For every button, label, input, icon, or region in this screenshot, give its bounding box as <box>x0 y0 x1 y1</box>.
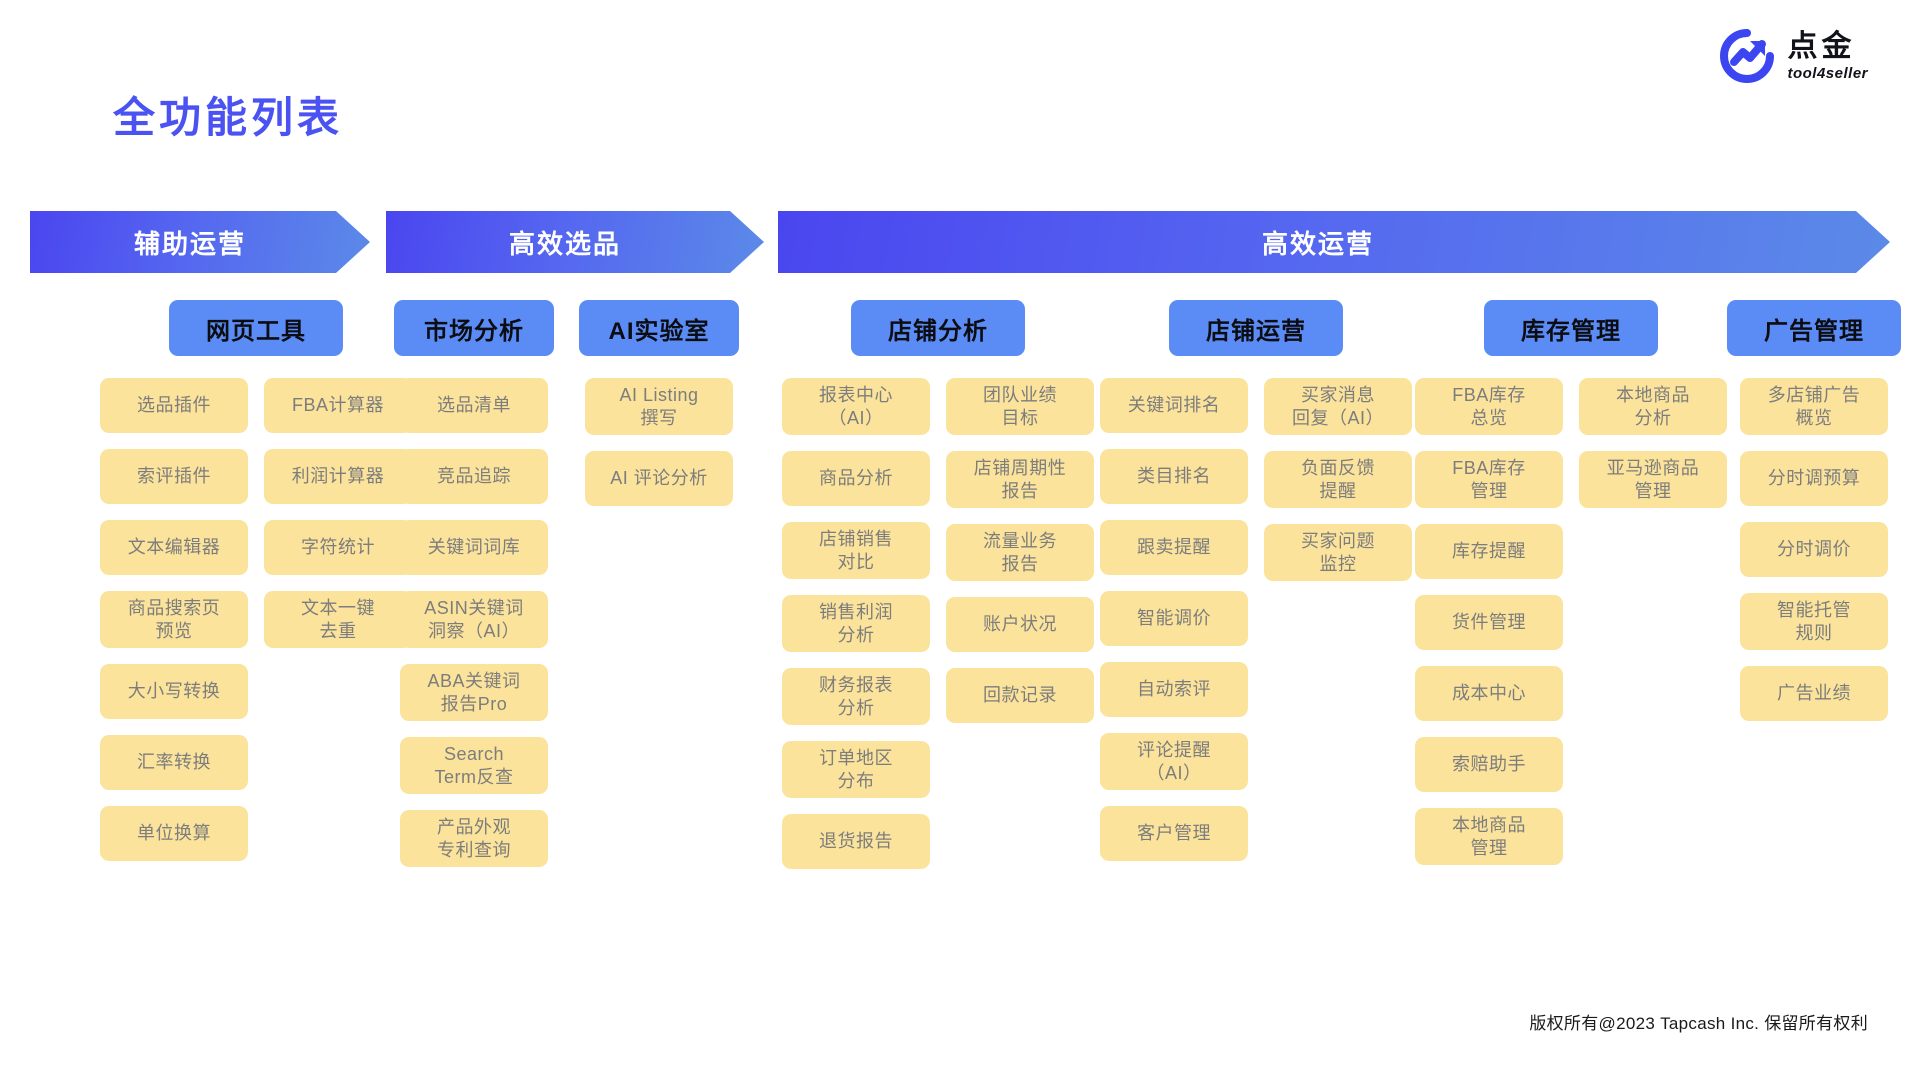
feature-card[interactable]: 文本一键去重 <box>264 591 412 648</box>
category-button-market-analysis[interactable]: 市场分析 <box>394 300 554 356</box>
feature-card[interactable]: 商品分析 <box>782 451 930 506</box>
feature-card[interactable]: 跟卖提醒 <box>1100 520 1248 575</box>
feature-card[interactable]: 店铺周期性报告 <box>946 451 1094 508</box>
phase-banner-2: 高效运营 <box>778 211 1890 273</box>
feature-column: 买家消息回复（AI） 负面反馈提醒买家问题监控 <box>1264 378 1412 861</box>
feature-card[interactable]: 文本编辑器 <box>100 520 248 575</box>
phase-banner-0: 辅助运营 <box>30 211 370 273</box>
circular-trend-arrow-icon <box>1719 28 1775 84</box>
feature-card[interactable]: 类目排名 <box>1100 449 1248 504</box>
feature-card[interactable]: 团队业绩目标 <box>946 378 1094 435</box>
page-title: 全功能列表 <box>113 94 344 141</box>
feature-card[interactable]: ASIN关键词洞察（AI） <box>400 591 548 648</box>
feature-card[interactable]: 大小写转换 <box>100 664 248 719</box>
phase-banner-label: 高效运营 <box>1261 228 1374 259</box>
feature-card[interactable]: 智能调价 <box>1100 591 1248 646</box>
feature-card[interactable]: 成本中心 <box>1415 666 1563 721</box>
feature-card[interactable]: 客户管理 <box>1100 806 1248 861</box>
feature-card[interactable]: 字符统计 <box>264 520 412 575</box>
category-button-ai-lab[interactable]: AI实验室 <box>579 300 739 356</box>
feature-card[interactable]: FBA计算器 <box>264 378 412 433</box>
phase-banner-row: 辅助运营 高效选品 高效运营 <box>0 211 1920 273</box>
feature-card[interactable]: 店铺销售对比 <box>782 522 930 579</box>
feature-card[interactable]: 竞品追踪 <box>400 449 548 504</box>
feature-card[interactable]: 关键词排名 <box>1100 378 1248 433</box>
feature-card[interactable]: 索赔助手 <box>1415 737 1563 792</box>
feature-card[interactable]: 评论提醒（AI） <box>1100 733 1248 790</box>
feature-card[interactable]: 财务报表分析 <box>782 668 930 725</box>
feature-card[interactable]: 广告业绩 <box>1740 666 1888 721</box>
brand-name-cn: 点金 <box>1787 29 1856 63</box>
feature-card[interactable]: 选品清单 <box>400 378 548 433</box>
feature-card[interactable]: 负面反馈提醒 <box>1264 451 1412 508</box>
category-button-store-analysis[interactable]: 店铺分析 <box>851 300 1025 356</box>
feature-card[interactable]: 买家消息回复（AI） <box>1264 378 1412 435</box>
feature-column-set: 关键词排名类目排名跟卖提醒智能调价自动索评评论提醒（AI）客户管理买家消息回复（… <box>1100 378 1412 861</box>
feature-card[interactable]: 库存提醒 <box>1415 524 1563 579</box>
feature-card[interactable]: 买家问题监控 <box>1264 524 1412 581</box>
feature-card[interactable]: 索评插件 <box>100 449 248 504</box>
feature-column: FBA库存总览 FBA库存管理库存提醒货件管理成本中心索赔助手本地商品管理 <box>1415 378 1563 865</box>
feature-card[interactable]: 分时调价 <box>1740 522 1888 577</box>
feature-card[interactable]: 货件管理 <box>1415 595 1563 650</box>
feature-column-set: 报表中心（AI） 商品分析店铺销售对比销售利润分析财务报表分析订单地区分布退货报告… <box>782 378 1094 869</box>
feature-card[interactable]: ABA关键词报告Pro <box>400 664 548 721</box>
feature-card[interactable]: 智能托管规则 <box>1740 593 1888 650</box>
phase-banner-1: 高效选品 <box>386 211 764 273</box>
brand-name-en: tool4seller <box>1787 64 1868 82</box>
feature-column: 团队业绩目标店铺周期性报告流量业务报告账户状况回款记录 <box>946 378 1094 869</box>
feature-card[interactable]: 报表中心（AI） <box>782 378 930 435</box>
category-button-store-operation[interactable]: 店铺运营 <box>1169 300 1343 356</box>
feature-card[interactable]: 利润计算器 <box>264 449 412 504</box>
feature-card[interactable]: 商品搜索页预览 <box>100 591 248 648</box>
category-button-inventory-management[interactable]: 库存管理 <box>1484 300 1658 356</box>
feature-card[interactable]: 订单地区分布 <box>782 741 930 798</box>
feature-card[interactable]: 流量业务报告 <box>946 524 1094 581</box>
feature-column: 关键词排名类目排名跟卖提醒智能调价自动索评评论提醒（AI） 客户管理 <box>1100 378 1248 861</box>
feature-column: 报表中心（AI） 商品分析店铺销售对比销售利润分析财务报表分析订单地区分布退货报告 <box>782 378 930 869</box>
copyright-footer: 版权所有@2023 Tapcash Inc. 保留所有权利 <box>1529 1014 1868 1033</box>
feature-column: FBA计算器利润计算器字符统计文本一键去重 <box>264 378 412 861</box>
phase-banner-label: 辅助运营 <box>133 228 246 259</box>
feature-card[interactable]: 分时调预算 <box>1740 451 1888 506</box>
feature-card[interactable]: 关键词词库 <box>400 520 548 575</box>
feature-column: 本地商品分析亚马逊商品管理 <box>1579 378 1727 865</box>
feature-card[interactable]: 本地商品分析 <box>1579 378 1727 435</box>
feature-card[interactable]: 回款记录 <box>946 668 1094 723</box>
feature-column: 多店铺广告概览分时调预算分时调价智能托管规则广告业绩 <box>1740 378 1888 721</box>
feature-card[interactable]: 自动索评 <box>1100 662 1248 717</box>
category-button-web-tools[interactable]: 网页工具 <box>169 300 343 356</box>
feature-column-set: 多店铺广告概览分时调预算分时调价智能托管规则广告业绩 <box>1740 378 1888 721</box>
feature-card[interactable]: 本地商品管理 <box>1415 808 1563 865</box>
feature-card[interactable]: 亚马逊商品管理 <box>1579 451 1727 508</box>
feature-card[interactable]: 退货报告 <box>782 814 930 869</box>
feature-card[interactable]: 单位换算 <box>100 806 248 861</box>
feature-card[interactable]: 多店铺广告概览 <box>1740 378 1888 435</box>
feature-card[interactable]: FBA库存管理 <box>1415 451 1563 508</box>
feature-card[interactable]: 汇率转换 <box>100 735 248 790</box>
feature-column: 选品插件索评插件文本编辑器商品搜索页预览大小写转换汇率转换单位换算 <box>100 378 248 861</box>
feature-card[interactable]: 销售利润分析 <box>782 595 930 652</box>
feature-card[interactable]: AI 评论分析 <box>585 451 733 506</box>
feature-card[interactable]: 产品外观专利查询 <box>400 810 548 867</box>
feature-card[interactable]: 账户状况 <box>946 597 1094 652</box>
brand-logo: 点金 tool4seller <box>1719 28 1868 84</box>
feature-card[interactable]: FBA库存总览 <box>1415 378 1563 435</box>
phase-banner-label: 高效选品 <box>508 228 621 259</box>
feature-card[interactable]: 选品插件 <box>100 378 248 433</box>
category-button-ads-management[interactable]: 广告管理 <box>1727 300 1901 356</box>
